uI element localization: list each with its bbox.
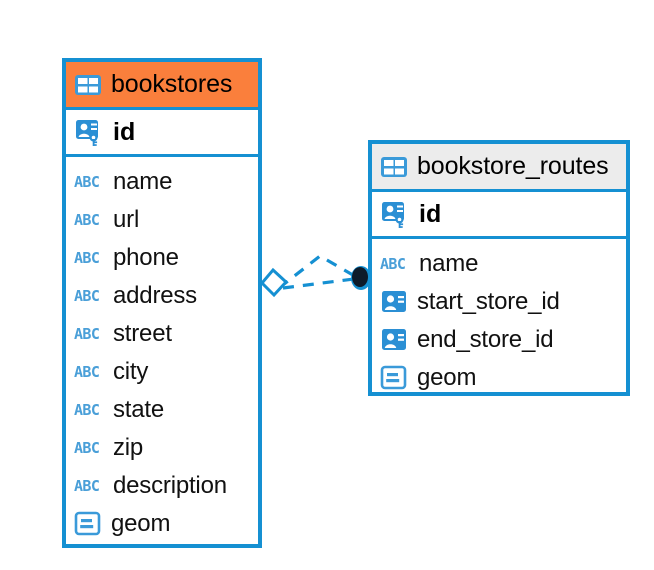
field-row[interactable]: ABC name — [66, 163, 258, 201]
field-row[interactable]: end_store_id — [372, 321, 626, 359]
field-row[interactable]: ABC zip — [66, 429, 258, 467]
entity-header-bookstores[interactable]: bookstores — [66, 62, 258, 110]
field-label: address — [113, 282, 197, 309]
field-row[interactable]: ABC city — [66, 353, 258, 391]
abc-text-icon: ABC — [74, 248, 100, 267]
field-row[interactable]: ABC street — [66, 315, 258, 353]
entity-bookstores[interactable]: bookstores id A — [62, 58, 262, 548]
field-row[interactable]: geom — [66, 505, 258, 543]
abc-text-icon: ABC — [74, 210, 100, 229]
field-list-bookstore-routes: ABC name start_store_id — [372, 239, 626, 403]
relationship-line-upper — [278, 254, 359, 290]
field-row[interactable]: ABC address — [66, 277, 258, 315]
entity-bookstore-routes[interactable]: bookstore_routes id — [368, 140, 630, 396]
field-label: zip — [113, 434, 144, 461]
field-label: name — [419, 250, 479, 277]
foreign-key-icon — [380, 289, 408, 315]
geometry-icon — [380, 365, 408, 391]
abc-text-icon: ABC — [74, 400, 100, 419]
entity-header-bookstore-routes[interactable]: bookstore_routes — [372, 144, 626, 192]
field-label: description — [113, 472, 227, 499]
primary-key-label: id — [113, 117, 136, 146]
field-label: street — [113, 320, 172, 347]
field-label: geom — [417, 364, 477, 391]
abc-text-icon: ABC — [74, 476, 100, 495]
field-row[interactable]: ABC phone — [66, 239, 258, 277]
field-label: name — [113, 168, 173, 195]
diamond-marker[interactable] — [259, 266, 289, 300]
foreign-key-icon — [380, 327, 408, 353]
abc-text-icon: ABC — [74, 438, 100, 457]
field-row[interactable]: ABC state — [66, 391, 258, 429]
primary-key-row[interactable]: id — [372, 192, 626, 239]
field-label: state — [113, 396, 165, 423]
field-label: start_store_id — [417, 288, 560, 315]
field-row[interactable]: start_store_id — [372, 283, 626, 321]
primary-key-row[interactable]: id — [66, 110, 258, 157]
field-label: phone — [113, 244, 179, 271]
field-row[interactable]: ABC description — [66, 467, 258, 505]
entity-title: bookstore_routes — [417, 152, 609, 180]
field-label: url — [113, 206, 140, 233]
abc-text-icon: ABC — [74, 286, 100, 305]
field-label: geom — [111, 510, 171, 537]
abc-text-icon: ABC — [74, 362, 100, 381]
filled-circle-marker[interactable] — [349, 265, 373, 291]
abc-text-icon: ABC — [74, 172, 100, 191]
table-icon — [380, 153, 408, 181]
field-row[interactable]: ABC name — [372, 245, 626, 283]
field-label: city — [113, 358, 149, 385]
table-icon — [74, 71, 102, 99]
abc-text-icon: ABC — [380, 254, 406, 273]
primary-key-label: id — [419, 199, 442, 228]
field-row[interactable]: geom — [372, 359, 626, 397]
field-list-bookstores: ABC name ABC url ABC phone ABC address A… — [66, 157, 258, 549]
field-label: end_store_id — [417, 326, 554, 353]
abc-text-icon: ABC — [74, 324, 100, 343]
entity-title: bookstores — [111, 70, 233, 98]
relationship-line-lower — [282, 277, 355, 290]
geometry-icon — [74, 511, 102, 537]
field-row[interactable]: ABC url — [66, 201, 258, 239]
primary-key-icon — [74, 117, 104, 147]
primary-key-icon — [380, 199, 410, 229]
